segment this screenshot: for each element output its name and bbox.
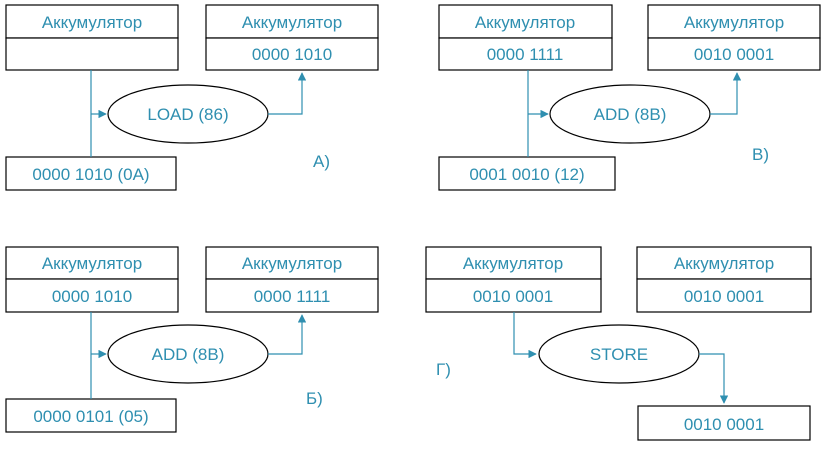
accumulator-result-title: Аккумулятор <box>242 13 342 32</box>
accumulator-result-v: Аккумулятор 0010 0001 <box>647 4 821 71</box>
arrow-to-result <box>710 72 742 115</box>
panel-a: Аккумулятор Аккумулятор 0000 1010 LOAD (… <box>5 4 379 191</box>
accumulator-result-value: 0010 0001 <box>694 45 774 64</box>
arrow-to-result <box>268 72 307 115</box>
panel-v: Аккумулятор 0000 1111 Аккумулятор 0010 0… <box>438 4 821 191</box>
operation-a: LOAD (86) <box>107 84 269 144</box>
accumulator-source-b: Аккумулятор 0000 1010 <box>5 246 179 313</box>
accumulator-result-title: Аккумулятор <box>674 254 774 273</box>
accumulator-source-value: 0000 1010 <box>52 287 132 306</box>
arrow-to-memory <box>699 353 729 404</box>
memory-value: 0010 0001 <box>684 415 764 434</box>
panel-label: Б) <box>306 389 323 408</box>
accumulator-result-a: Аккумулятор 0000 1010 <box>205 4 379 71</box>
accumulator-result-value: 0010 0001 <box>684 287 764 306</box>
accumulator-result-b: Аккумулятор 0000 1111 <box>205 246 379 313</box>
operand-b: 0000 0101 (05) <box>5 398 177 433</box>
panel-label: Г) <box>436 360 451 379</box>
panel-b: Аккумулятор 0000 1010 Аккумулятор 0000 1… <box>5 246 379 433</box>
accumulator-result-title: Аккумулятор <box>242 254 342 273</box>
operation-label: ADD (8B) <box>594 105 667 124</box>
accumulator-source-title: Аккумулятор <box>42 13 142 32</box>
operand-value: 0001 0010 (12) <box>469 165 584 184</box>
panel-label: А) <box>313 152 330 171</box>
operation-b: ADD (8B) <box>107 324 269 384</box>
accumulator-result-value: 0000 1010 <box>252 45 332 64</box>
accumulator-source-g: Аккумулятор 0010 0001 <box>425 246 602 313</box>
operation-label: ADD (8B) <box>152 345 225 364</box>
operation-label: LOAD (86) <box>147 105 228 124</box>
memory-cell-g: 0010 0001 <box>637 405 811 441</box>
accumulator-source-v: Аккумулятор 0000 1111 <box>438 4 613 71</box>
accumulator-source-value: 0010 0001 <box>473 287 553 306</box>
accumulator-source-title: Аккумулятор <box>475 13 575 32</box>
panel-label: В) <box>752 145 769 164</box>
operation-label: STORE <box>590 345 648 364</box>
operand-value: 0000 0101 (05) <box>33 407 148 426</box>
accumulator-source-title: Аккумулятор <box>42 254 142 273</box>
arrow-to-result <box>268 314 307 355</box>
operand-a: 0000 1010 (0A) <box>5 156 177 191</box>
operation-g: STORE <box>538 324 700 384</box>
accumulator-source-title: Аккумулятор <box>463 254 563 273</box>
operation-v: ADD (8B) <box>549 84 711 144</box>
operand-value: 0000 1010 (0A) <box>32 165 149 184</box>
arrow-to-operation <box>513 312 537 359</box>
accumulator-source-a: Аккумулятор <box>5 4 179 71</box>
accumulator-result-g: Аккумулятор 0010 0001 <box>636 246 812 313</box>
operand-v: 0001 0010 (12) <box>438 156 616 191</box>
accumulator-source-value: 0000 1111 <box>487 45 564 64</box>
panel-g: Аккумулятор 0010 0001 Аккумулятор 0010 0… <box>425 246 812 441</box>
accumulator-result-title: Аккумулятор <box>684 13 784 32</box>
accumulator-result-value: 0000 1111 <box>254 287 331 306</box>
